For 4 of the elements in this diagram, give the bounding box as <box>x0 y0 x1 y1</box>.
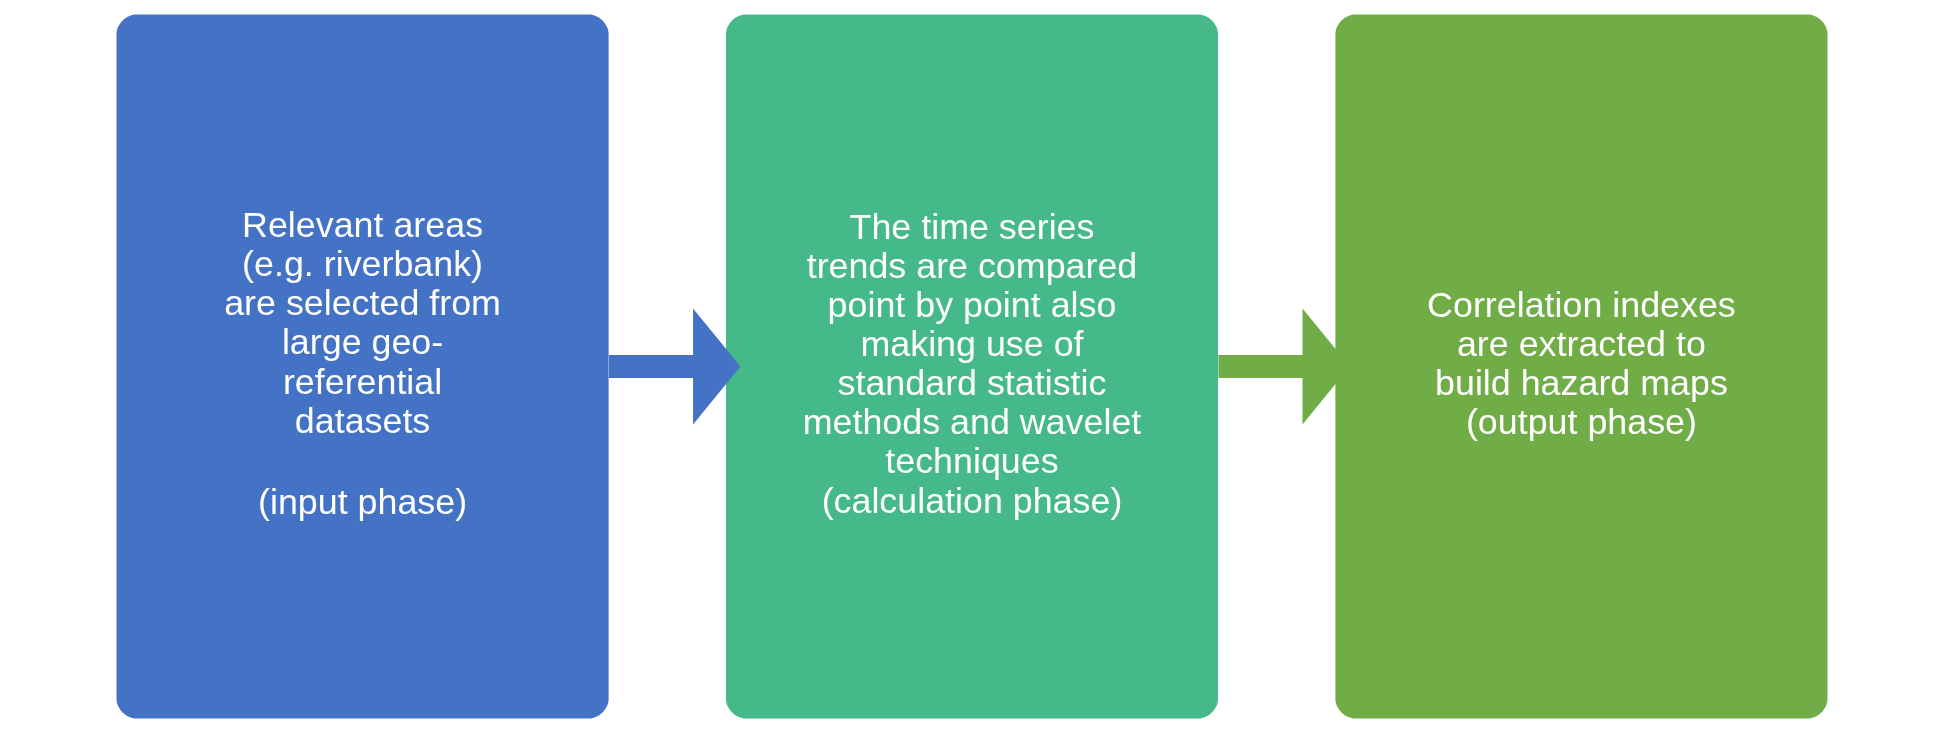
node-box: The time series trends are compared point by point also making use of standard statistic methods and wavelet techniques (calculation phase) <box>725 14 1218 719</box>
node-box: Correlation indexes are extracted to build hazard maps (output phase) <box>1334 14 1827 719</box>
node-box: Relevant areas (e.g. riverbank) are selected from large geo-referential datasets (input phase) <box>116 14 609 719</box>
arrow <box>608 308 740 425</box>
